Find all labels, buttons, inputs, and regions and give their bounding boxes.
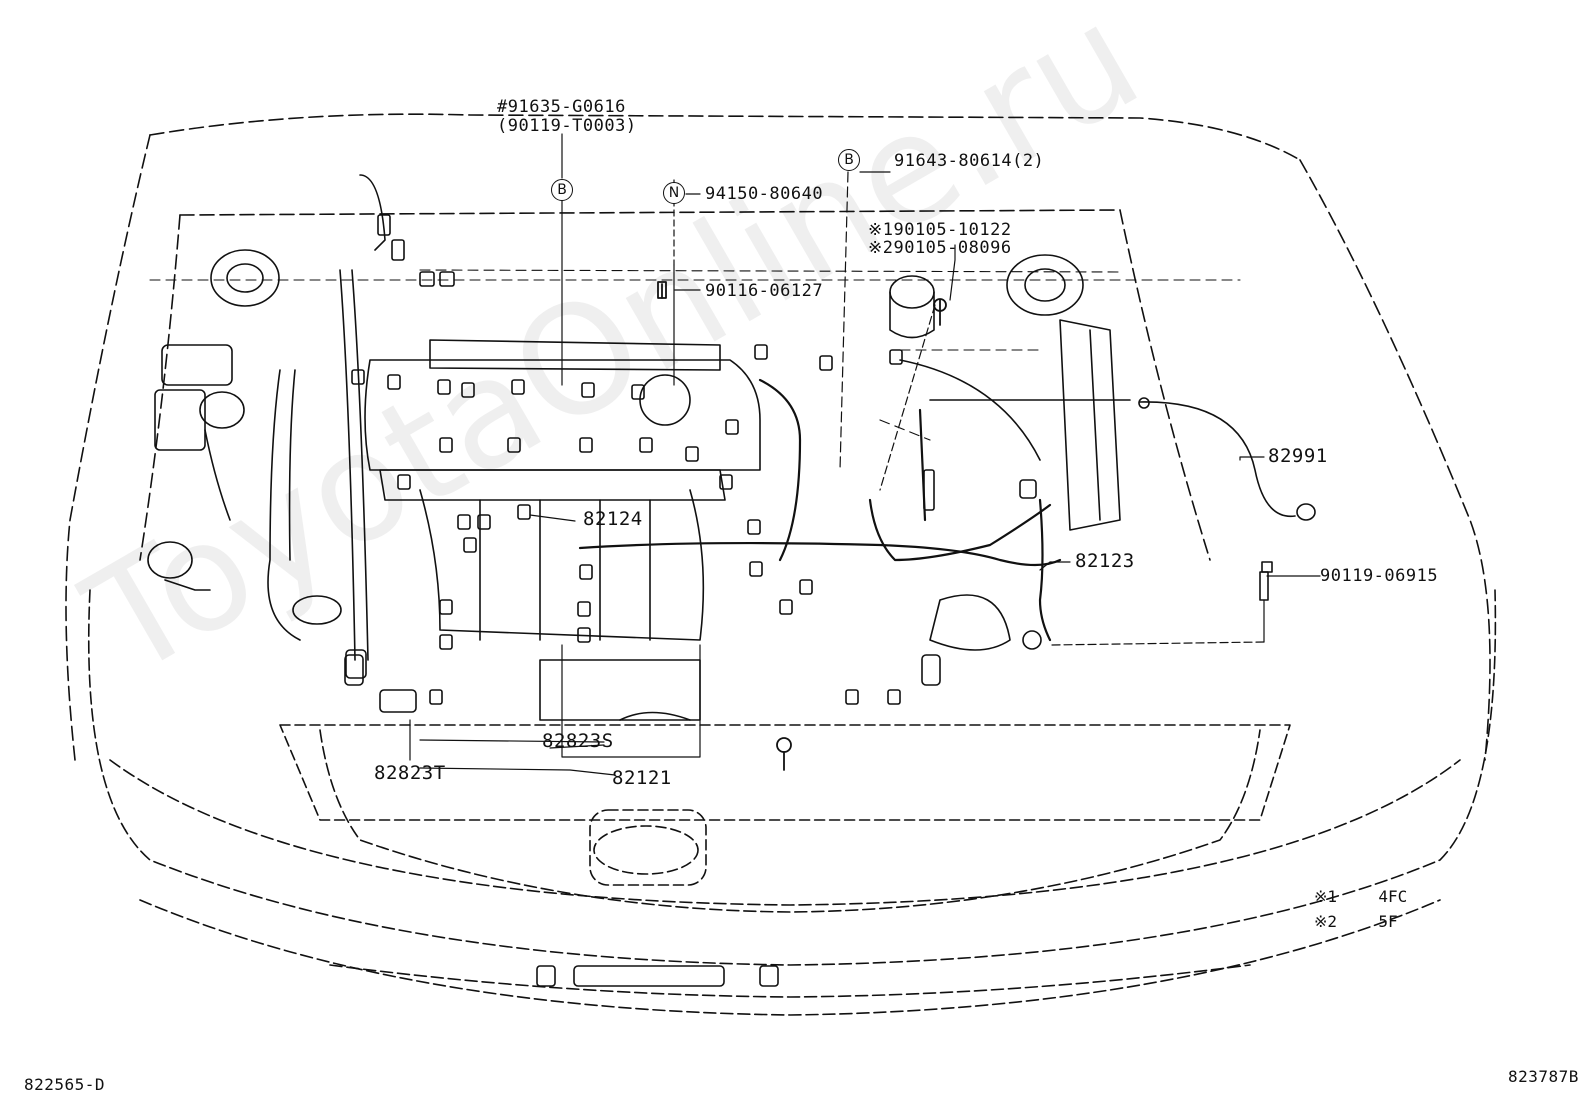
- hood-outline: [65, 113, 1491, 761]
- label-90119-06915: 90119-06915: [1320, 566, 1439, 586]
- strut-towers: [210, 249, 1084, 339]
- label-82123: 82123: [1075, 550, 1135, 572]
- engine-block: [364, 339, 761, 721]
- footnote-mark: ※2: [1314, 912, 1338, 931]
- bumper-lights: [536, 965, 779, 987]
- reference-dashes: [149, 269, 1241, 441]
- footnote-2: ※2 5F: [1314, 912, 1398, 931]
- front-bumper: [87, 589, 1497, 1016]
- footnote-mark: ※1: [1314, 887, 1338, 906]
- connectors: [351, 214, 1037, 705]
- right-components: [344, 319, 1316, 686]
- label-90105-08096: ※290105-08096: [868, 238, 1012, 258]
- callout-n-nut: N: [663, 182, 685, 204]
- wire-harness: [578, 378, 1062, 642]
- label-94150-80640: 94150-80640: [705, 184, 824, 204]
- label-82121: 82121: [612, 767, 672, 789]
- grille: [279, 724, 1291, 886]
- label-91635-g0616: #91635-G0616: [497, 97, 626, 117]
- label-82124: 82124: [583, 508, 643, 530]
- label-82991: 82991: [1268, 445, 1328, 467]
- label-82823s: 82823S: [542, 730, 614, 752]
- label-82823t: 82823T: [374, 762, 446, 784]
- leader-lines: [409, 133, 1321, 776]
- bolts: [657, 281, 947, 771]
- left-components: [147, 174, 417, 713]
- label-90116-06127: 90116-06127: [705, 281, 824, 301]
- footnote-1: ※1 4FC: [1314, 887, 1407, 906]
- label-91643-80614: 91643-80614(2): [894, 151, 1045, 171]
- callout-b-bolt-2: B: [838, 149, 860, 171]
- footnote-text: 5F: [1378, 912, 1398, 931]
- label-90105-10122: ※190105-10122: [868, 220, 1012, 240]
- label-90119-t0003: (90119-T0003): [497, 116, 637, 136]
- corner-code-left: 822565-D: [24, 1075, 106, 1094]
- callout-b-bolt: B: [551, 179, 573, 201]
- footnote-text: 4FC: [1378, 887, 1408, 906]
- corner-code-right: 823787B: [1508, 1067, 1579, 1086]
